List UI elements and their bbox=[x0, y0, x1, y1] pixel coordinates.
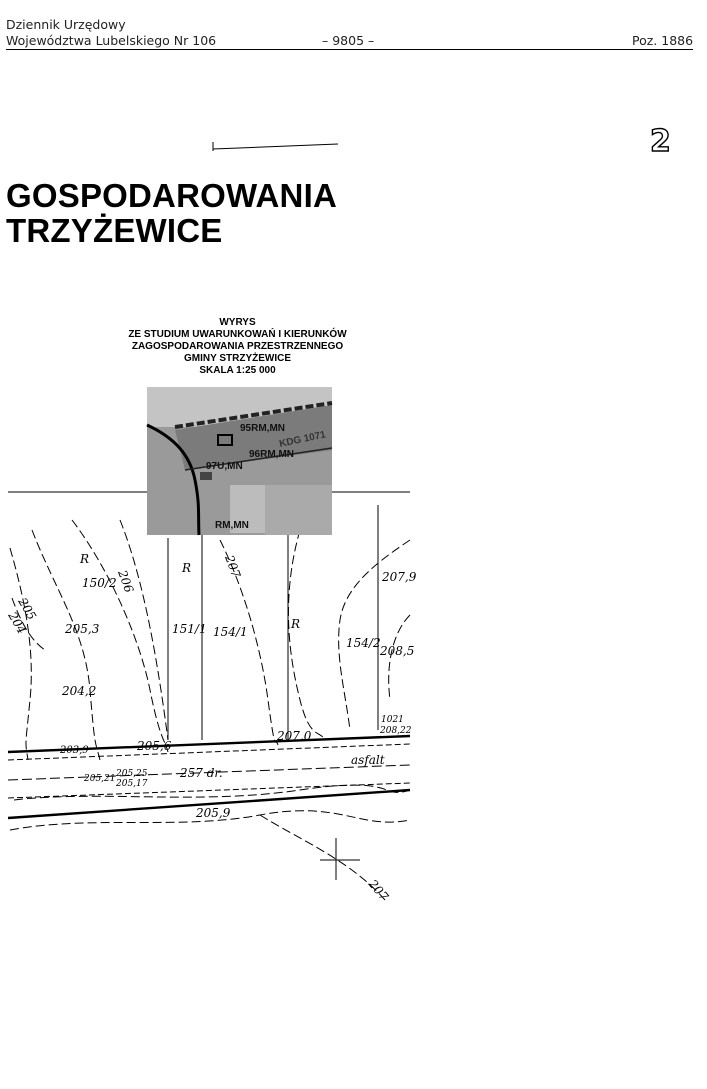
contour-line bbox=[9, 810, 411, 831]
title-line-2: TRZYŻEWICE bbox=[6, 212, 223, 249]
inset-label: 95RM,MN bbox=[240, 423, 285, 434]
elevation-label: 207 bbox=[365, 876, 391, 904]
inset-boundary bbox=[174, 401, 333, 429]
road-number-label: 257 dr. bbox=[179, 766, 223, 780]
inset-parcel bbox=[265, 485, 332, 535]
road-point-label: 205,17 bbox=[115, 779, 148, 789]
contour-line bbox=[119, 519, 169, 741]
road-edge bbox=[7, 734, 411, 754]
excerpt-line-2: ZE STUDIUM UWARUNKOWAŃ I KIERUNKÓW bbox=[128, 329, 347, 340]
journal-name-line2: Województwa Lubelskiego Nr 106 bbox=[6, 33, 217, 48]
land-use-label: R bbox=[181, 561, 191, 575]
land-use-label: R bbox=[290, 617, 300, 631]
elevation-label: 207,9 bbox=[381, 570, 417, 584]
contour-line bbox=[11, 597, 46, 651]
elevation-label: 205,3 bbox=[64, 622, 100, 636]
page-number: – 9805 – bbox=[322, 33, 375, 48]
parcel-number: 154/1 bbox=[213, 625, 248, 639]
road-point-label: 1021 bbox=[381, 715, 404, 725]
inset-label: 97U,MN bbox=[206, 461, 243, 472]
contour-line bbox=[259, 814, 386, 901]
road-edge bbox=[7, 788, 411, 820]
elevation-label: 204,2 bbox=[61, 684, 96, 698]
elevation-label: 207,0 bbox=[276, 729, 312, 743]
parcel-number: 150/2 bbox=[82, 576, 117, 590]
excerpt-line-1: WYRYS bbox=[219, 317, 256, 328]
attachment-number: 2 bbox=[649, 123, 671, 159]
road-edge bbox=[7, 743, 411, 761]
inset-hatch bbox=[200, 472, 212, 480]
inset-parcel bbox=[230, 485, 265, 533]
inset-boundary bbox=[184, 447, 333, 471]
excerpt-line-3: ZAGOSPODAROWANIA PRZESTRZENNEGO bbox=[131, 341, 344, 352]
excerpt-line-5: SKALA 1:25 000 bbox=[199, 365, 276, 376]
road-point-label: 205,21 bbox=[83, 774, 116, 784]
contour-line bbox=[9, 547, 32, 761]
road-point-label: 205,25 bbox=[115, 769, 148, 779]
elevation-label: 203,9 bbox=[59, 745, 89, 756]
elevation-label: 205,9 bbox=[195, 806, 231, 820]
elevation-label: 205,6 bbox=[136, 739, 172, 753]
position-number: Poz. 1886 bbox=[632, 33, 694, 48]
excerpt-line-4: GMINY STRZYŻEWICE bbox=[183, 353, 292, 364]
contour-line bbox=[13, 784, 411, 801]
contour-line bbox=[338, 539, 411, 731]
header-rule bbox=[6, 49, 693, 50]
elevation-label: 207 bbox=[222, 552, 243, 580]
elevation-label: 206 bbox=[115, 567, 136, 595]
parcel-number: 151/1 bbox=[172, 622, 207, 636]
title-line-1: GOSPODAROWANIA bbox=[6, 177, 337, 214]
excerpt-map-inset: 95RM,MN 96RM,MN 97U,MN RM,MN KDG 1071 bbox=[146, 387, 333, 536]
inset-road bbox=[146, 423, 201, 536]
journal-name-line1: Dziennik Urzędowy bbox=[6, 17, 126, 32]
inset-label: RM,MN bbox=[215, 520, 249, 531]
road-surface-label: asfalt bbox=[351, 753, 385, 767]
parcel-number: 154/2 bbox=[346, 636, 381, 650]
excerpt-caption: WYRYS ZE STUDIUM UWARUNKOWAŃ I KIERUNKÓW… bbox=[105, 317, 370, 377]
road-point-label: 208,22 bbox=[379, 726, 412, 736]
road-edge bbox=[7, 782, 411, 799]
contour-line bbox=[71, 519, 169, 753]
contour-line bbox=[388, 614, 411, 701]
land-use-label: R bbox=[79, 552, 89, 566]
inset-site-marker bbox=[217, 434, 233, 446]
elevation-label: 208,5 bbox=[379, 644, 414, 658]
contour-line bbox=[287, 529, 326, 741]
inset-label: 96RM,MN bbox=[249, 449, 294, 460]
contour-line bbox=[31, 529, 101, 761]
road-centerline bbox=[7, 764, 411, 781]
